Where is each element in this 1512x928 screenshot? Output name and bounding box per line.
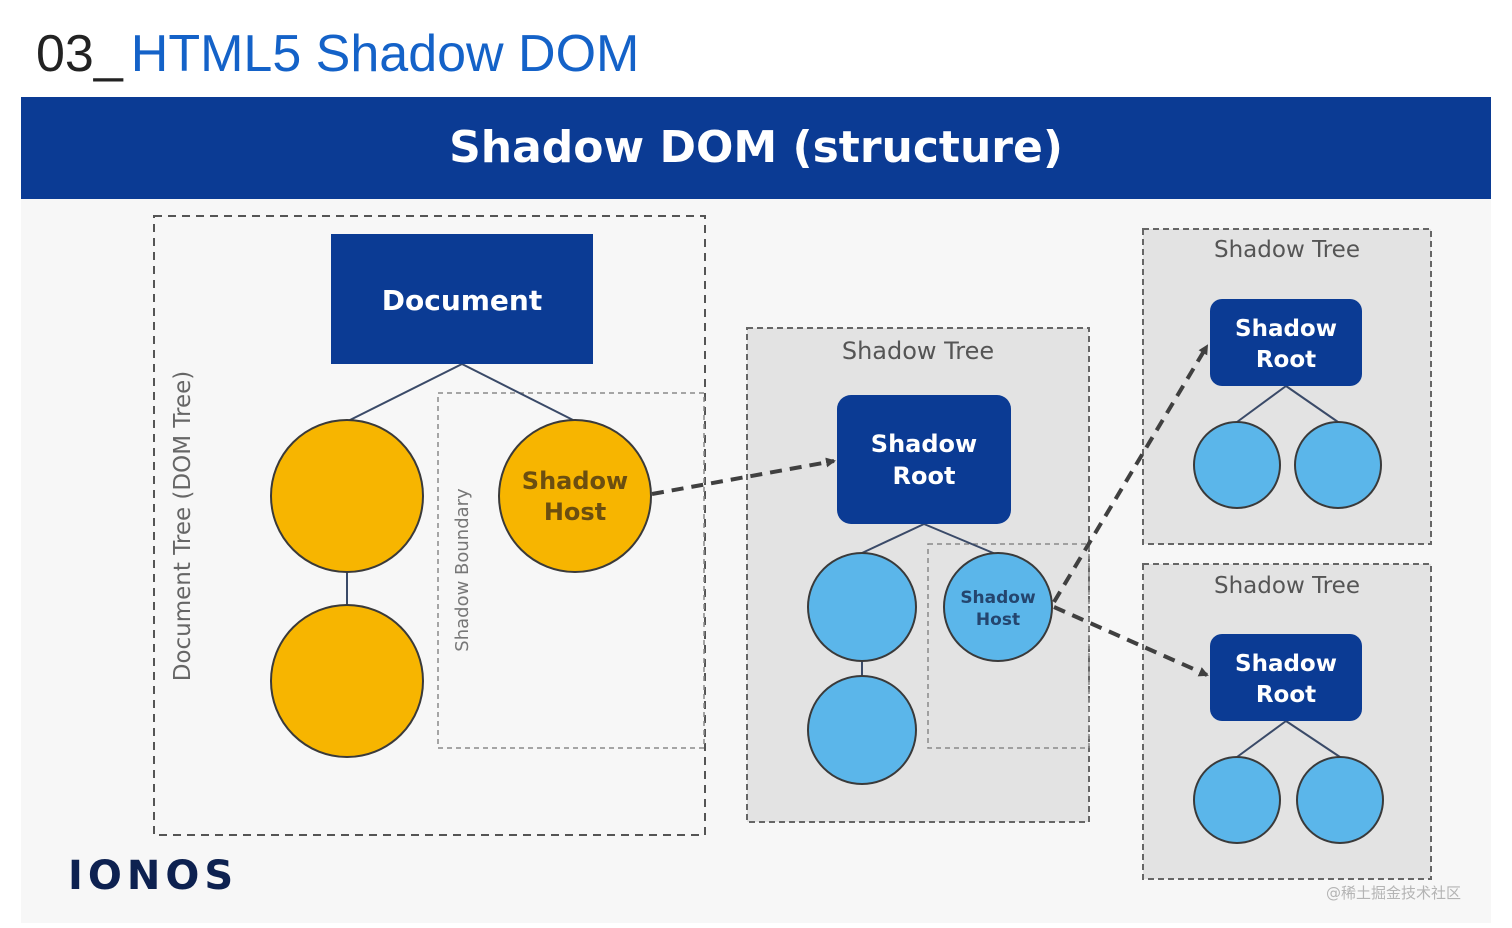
nested-shadow-host-line1: Shadow: [960, 588, 1036, 608]
shadow-root-bottom-line2: Root: [1256, 682, 1316, 708]
edge-top-root-left: [1236, 385, 1287, 423]
dom-node-left-child: [270, 604, 424, 758]
slide-title: HTML5 Shadow DOM: [130, 25, 640, 83]
shadow-dom-diagram: Document Tree (DOM Tree) Shadow Boundary…: [153, 215, 1432, 880]
slide-panel: Shadow DOM (structure) Document Tree (DO…: [21, 97, 1491, 923]
shadow-root-middle-line1: Shadow: [871, 430, 977, 458]
document-tree-frame: [153, 215, 706, 836]
shadow-node-top-right: [1294, 421, 1382, 509]
shadow-root-bottom: [1210, 634, 1362, 721]
nested-shadow-host-line2: Host: [976, 610, 1020, 630]
edge-root-host: [923, 523, 999, 556]
shadow-host-label-line1: Shadow: [522, 467, 628, 495]
shadow-root-top-line1: Shadow: [1235, 316, 1337, 342]
edge-bottom-root-left: [1236, 720, 1287, 758]
nested-shadow-host-node: [943, 552, 1053, 662]
arrow-nested-host-to-bottom-root: [1053, 605, 1209, 677]
arrow-nested-host-to-top-root: [1052, 344, 1209, 604]
edge-bottom-root-right: [1285, 720, 1341, 758]
shadow-node-top-left: [1193, 421, 1281, 509]
shadow-node-middle-left: [807, 552, 917, 662]
shadow-root-top-line2: Root: [1256, 347, 1316, 373]
ionos-logo: IONOS: [68, 853, 239, 899]
shadow-boundary-label: Shadow Boundary: [452, 488, 473, 652]
shadow-tree-top-label: Shadow Tree: [1214, 237, 1360, 263]
shadow-tree-bottom-frame: [1142, 563, 1432, 880]
page-title: 03_HTML5 Shadow DOM: [36, 22, 639, 86]
shadow-boundary-frame: [437, 392, 705, 749]
document-tree-label: Document Tree (DOM Tree): [170, 371, 196, 682]
shadow-host-node: [498, 419, 652, 573]
nested-shadow-boundary-frame: [927, 543, 1090, 749]
shadow-root-top: [1210, 299, 1362, 386]
edge-top-root-right: [1285, 385, 1339, 423]
shadow-root-middle: [837, 395, 1011, 524]
shadow-node-bottom-left: [1193, 756, 1281, 844]
document-node: [331, 234, 593, 364]
shadow-host-label-line2: Host: [544, 498, 606, 526]
edge-document-left: [347, 363, 463, 422]
shadow-tree-bottom-label: Shadow Tree: [1214, 573, 1360, 599]
edge-document-host: [461, 363, 576, 422]
arrow-host-to-root: [651, 457, 836, 496]
shadow-node-bottom-right: [1296, 756, 1384, 844]
shadow-root-middle-line2: Root: [893, 462, 956, 490]
banner-title: Shadow DOM (structure): [21, 97, 1491, 199]
shadow-node-middle-left-child: [807, 675, 917, 785]
watermark: @稀土掘金技术社区: [1326, 884, 1462, 902]
slide-number: 03_: [36, 25, 123, 83]
shadow-tree-middle-label: Shadow Tree: [842, 337, 994, 365]
dom-node-left: [270, 419, 424, 573]
edge-root-left: [861, 523, 925, 554]
document-node-label: Document: [382, 284, 543, 317]
shadow-root-bottom-line1: Shadow: [1235, 651, 1337, 677]
